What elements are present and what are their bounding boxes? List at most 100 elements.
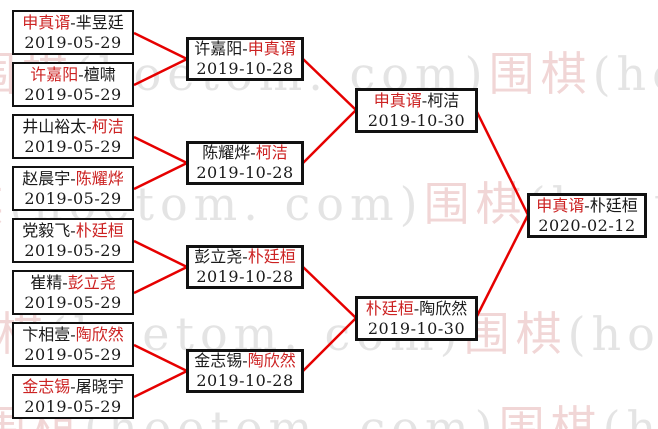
player-name: 井山裕太 (22, 116, 87, 136)
vs-separator: - (584, 195, 590, 215)
match-box: 赵晨宇-陈耀烨 2019-05-29 (12, 166, 134, 211)
match-date: 2019-05-29 (24, 32, 122, 52)
match-players: 党毅飞-朴廷桓 (14, 221, 132, 241)
player-name: 申真谞 (247, 39, 296, 58)
match-box: 陈耀烨-柯洁 2019-10-28 (186, 141, 304, 185)
player-name: 赵晨宇 (22, 168, 71, 188)
match-box: 金志锡-屠晓宇 2019-05-29 (12, 374, 134, 419)
match-date: 2019-05-29 (24, 396, 122, 416)
match-players: 朴廷桓-陶欣然 (358, 299, 475, 319)
vs-separator: - (242, 39, 248, 58)
match-players: 金志锡-陶欣然 (189, 351, 301, 371)
vs-separator: - (421, 90, 428, 110)
vs-separator: - (242, 351, 248, 370)
vs-separator: - (70, 324, 76, 344)
vs-separator: - (62, 272, 68, 292)
vs-separator: - (86, 116, 92, 136)
player-name: 崔精 (30, 272, 63, 292)
vs-separator: - (70, 168, 76, 188)
player-name: 许嘉阳 (30, 64, 79, 84)
match-date: 2019-10-30 (367, 318, 466, 338)
player-name: 陈耀烨 (75, 168, 124, 188)
match-players: 金志锡-屠晓宇 (14, 377, 132, 397)
connector-line (133, 135, 188, 165)
player-name: 许嘉阳 (194, 39, 243, 58)
match-date: 2019-05-29 (24, 292, 122, 312)
match-box: 彭立尧-朴廷桓 2019-10-28 (186, 245, 304, 289)
match-box: 卞相壹-陶欣然 2019-05-29 (12, 322, 134, 367)
match-date: 2019-10-28 (196, 59, 294, 78)
match-players: 申真谞-柯洁 (358, 91, 475, 111)
match-date: 2019-05-29 (24, 188, 122, 208)
player-name: 党毅飞 (22, 220, 71, 240)
connector-line (133, 369, 188, 399)
player-name: 朴廷桓 (247, 247, 296, 266)
player-name: 芈昱廷 (75, 12, 124, 32)
player-name: 陈耀烨 (202, 143, 251, 162)
player-name: 彭立尧 (67, 272, 116, 292)
vs-separator: - (413, 298, 420, 318)
match-box: 许嘉阳-檀啸 2019-05-29 (12, 62, 134, 107)
player-name: 陶欣然 (247, 351, 296, 370)
player-name: 卞相壹 (22, 324, 71, 344)
match-date: 2019-05-29 (24, 136, 122, 156)
match-box: 朴廷桓-陶欣然 2019-10-30 (355, 296, 478, 341)
match-box: 党毅飞-朴廷桓 2019-05-29 (12, 218, 134, 263)
match-box: 金志锡-陶欣然 2019-10-28 (186, 349, 304, 393)
player-name: 金志锡 (22, 376, 71, 396)
connector-line (133, 161, 188, 191)
match-players: 许嘉阳-申真谞 (189, 39, 301, 59)
connector-line (474, 214, 530, 319)
match-players: 彭立尧-朴廷桓 (189, 247, 301, 267)
connector-line (302, 109, 357, 164)
player-name: 柯洁 (427, 90, 460, 110)
player-name: 申真谞 (536, 195, 585, 215)
match-box: 井山裕太-柯洁 2019-05-29 (12, 114, 134, 159)
vs-separator: - (242, 247, 248, 266)
vs-separator: - (70, 376, 76, 396)
player-name: 檀啸 (83, 64, 116, 84)
match-date: 2019-10-28 (196, 163, 294, 182)
connector-line (133, 57, 188, 87)
match-box: 申真谞-柯洁 2019-10-30 (355, 88, 478, 133)
match-players: 井山裕太-柯洁 (14, 117, 132, 137)
match-players: 申真谞-朴廷桓 (530, 196, 644, 216)
player-name: 彭立尧 (194, 247, 243, 266)
connector-line (133, 343, 188, 373)
player-name: 金志锡 (194, 351, 243, 370)
connector-line (133, 265, 188, 295)
connector-line (133, 31, 188, 61)
player-name: 陶欣然 (419, 298, 468, 318)
match-box: 申真谞-芈昱廷 2019-05-29 (12, 10, 134, 55)
vs-separator: - (70, 12, 76, 32)
match-date: 2019-10-30 (367, 110, 466, 130)
match-players: 申真谞-芈昱廷 (14, 13, 132, 33)
connector-line (133, 239, 188, 269)
vs-separator: - (70, 220, 76, 240)
match-players: 陈耀烨-柯洁 (189, 143, 301, 163)
match-date: 2019-10-28 (196, 371, 294, 390)
match-players: 卞相壹-陶欣然 (14, 325, 132, 345)
match-date: 2019-05-29 (24, 84, 122, 104)
match-date: 2020-02-12 (538, 215, 636, 235)
match-box: 申真谞-朴廷桓 2020-02-12 (527, 193, 647, 238)
player-name: 柯洁 (255, 143, 288, 162)
vs-separator: - (78, 64, 84, 84)
player-name: 申真谞 (22, 12, 71, 32)
match-date: 2019-05-29 (24, 240, 122, 260)
connector-line (302, 317, 357, 372)
connector-line (302, 58, 357, 111)
match-players: 赵晨宇-陈耀烨 (14, 169, 132, 189)
player-name: 柯洁 (91, 116, 124, 136)
match-box: 许嘉阳-申真谞 2019-10-28 (186, 37, 304, 81)
player-name: 屠晓宇 (75, 376, 124, 396)
match-players: 崔精-彭立尧 (14, 273, 132, 293)
player-name: 朴廷桓 (75, 220, 124, 240)
match-date: 2019-10-28 (196, 267, 294, 286)
vs-separator: - (250, 143, 256, 162)
connector-line (474, 109, 530, 216)
match-date: 2019-05-29 (24, 344, 122, 364)
player-name: 申真谞 (373, 90, 422, 110)
connector-line (302, 266, 357, 319)
